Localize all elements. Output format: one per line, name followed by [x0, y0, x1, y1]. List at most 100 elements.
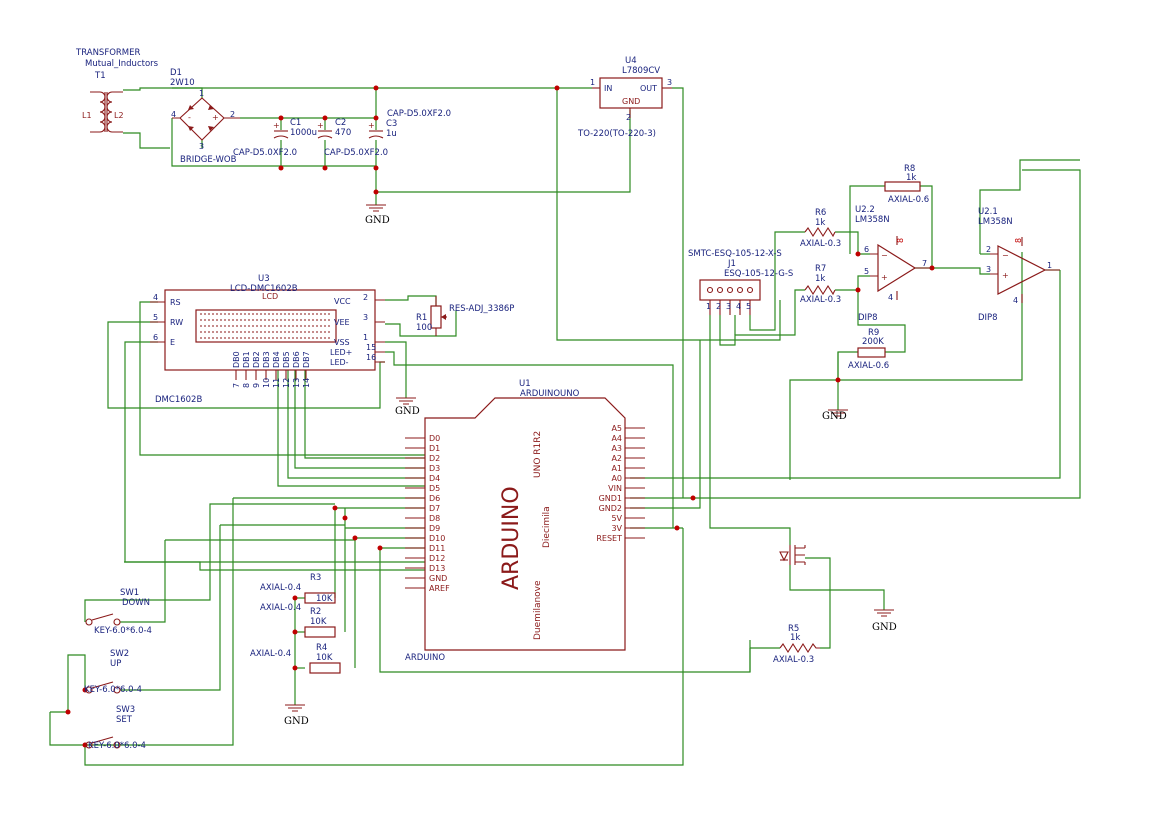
r4-value: 10K: [316, 653, 333, 663]
c1-value: 1000u: [290, 128, 317, 138]
u1-footprint: ARDUINO: [405, 653, 445, 663]
arduino-pin-label: D7: [429, 504, 440, 513]
sw2-footprint: KEY-6.0*6.0-4: [84, 685, 142, 695]
arduino-pin-label: D9: [429, 524, 440, 533]
lcd-db-num: 8: [242, 383, 251, 388]
lcd-pin-vee: VEE: [334, 318, 350, 327]
arduino-pin-label: GND: [429, 574, 447, 583]
r8-ref: R8: [904, 164, 915, 174]
arduino-pin-label: D13: [429, 564, 445, 573]
transformer-value: Mutual_Inductors: [85, 59, 159, 69]
u2-1-pin-8: 8: [1014, 238, 1023, 243]
resistor-r9: R9 200K AXIAL-0.6: [848, 328, 889, 371]
lcd-db-name: DB1: [242, 351, 251, 368]
bridge-pin-3: 3: [199, 142, 204, 151]
arduino-pin-label: RESET: [596, 534, 622, 543]
sw2-value: UP: [110, 659, 121, 669]
j1-pin-2: 2: [716, 302, 721, 311]
lcd-pin-5: 5: [153, 313, 158, 322]
resistor-r8: R8 1k AXIAL-0.6: [884, 164, 929, 205]
lcd-db-name: DB6: [292, 351, 301, 368]
arduino-pin-label: A0: [611, 474, 622, 483]
lcd-db-name: DB0: [232, 351, 241, 368]
regulator-u4: IN OUT GND U4 L7809CV TO-220(TO-220-3) 1…: [577, 56, 672, 139]
transformer-t1: TRANSFORMER Mutual_Inductors T1 L1 L2: [75, 48, 159, 133]
r6-footprint: AXIAL-0.3: [800, 239, 841, 249]
bridge-footprint: BRIDGE-WOB: [180, 155, 237, 165]
r5-ref: R5: [788, 624, 799, 634]
u4-pin-3: 3: [667, 78, 672, 87]
lcd-ref: U3: [258, 274, 270, 284]
arduino-pin-label: A4: [611, 434, 622, 443]
sw1-footprint: KEY-6.0*6.0-4: [94, 626, 152, 636]
bridge-rectifier-d1: + - D1 2W10 BRIDGE-WOB 1 2 3 4: [170, 68, 240, 165]
arduino-pin-label: D8: [429, 514, 440, 523]
arduino-pin-label: D3: [429, 464, 440, 473]
ground-symbol-1: GND: [365, 204, 390, 226]
ground-symbol-4: GND: [822, 409, 848, 422]
lcd-pin-15: 15: [366, 343, 376, 352]
lcd-pin-ledm: LED-: [330, 358, 349, 367]
u2-2-ref: U2.2: [855, 205, 875, 215]
sw1-ref: SW1: [120, 588, 139, 598]
transformer-l2: L2: [114, 111, 124, 120]
r1-ref: R1: [416, 313, 427, 323]
r7-footprint: AXIAL-0.3: [800, 295, 841, 305]
svg-text:+: +: [317, 121, 324, 130]
lcd-screen-label: LCD: [262, 292, 278, 301]
r3-value: 10K: [316, 594, 333, 604]
bridge-pin-1: 1: [199, 89, 204, 98]
c1-footprint: CAP-D5.0XF2.0: [233, 148, 297, 158]
arduino-pin-label: D12: [429, 554, 445, 563]
arduino-pin-label: A5: [611, 424, 622, 433]
arduino-pin-label: A2: [611, 454, 622, 463]
capacitor-c3: + C3 1u CAP-D5.0XF2.0: [368, 109, 451, 139]
bridge-pin-4: 4: [171, 110, 176, 119]
lcd-db-name: DB4: [272, 351, 281, 368]
lcd-pin-3: 3: [363, 313, 368, 322]
r3-footprint: AXIAL-0.4: [260, 583, 301, 593]
pot-r1: R1 100 RES-ADJ_3386P: [416, 296, 514, 336]
lcd-db-num: 9: [252, 383, 261, 388]
lcd-pin-4: 4: [153, 293, 158, 302]
r7-ref: R7: [815, 264, 826, 274]
switch-sw2: SW2 UP KEY-6.0*6.0-4: [84, 649, 142, 695]
junction-dots: [65, 85, 935, 748]
svg-text:+: +: [273, 121, 280, 130]
u2-1-pin-2: 2: [986, 245, 991, 254]
u2-1-value: LM358N: [978, 217, 1013, 227]
u2-1-pin-4: 4: [1013, 296, 1018, 305]
svg-text:+: +: [212, 113, 219, 122]
svg-text:−: −: [1002, 251, 1009, 260]
c2-value: 470: [335, 128, 351, 138]
switch-sw3: SW3 SET KEY-6.0*6.0-4: [85, 705, 146, 751]
arduino-text-diecimila: Diecimila: [542, 506, 552, 548]
resistor-r7: R7 1k AXIAL-0.3: [800, 264, 841, 305]
lcd-pin-1: 1: [363, 333, 368, 342]
r4-ref: R4: [316, 643, 327, 653]
r6-ref: R6: [815, 208, 826, 218]
transformer-name: TRANSFORMER: [75, 48, 141, 58]
r4-footprint: AXIAL-0.4: [250, 649, 291, 659]
svg-text:+: +: [1002, 271, 1009, 280]
ground-symbol-5: GND: [872, 609, 897, 633]
lcd-pin-vcc: VCC: [334, 297, 351, 306]
bridge-value: 2W10: [170, 78, 195, 88]
u4-value: L7809CV: [622, 66, 660, 76]
arduino-pin-label: AREF: [429, 584, 450, 593]
svg-text:GND: GND: [365, 215, 390, 226]
c2-footprint: CAP-D5.0XF2.0: [324, 148, 388, 158]
svg-text:GND: GND: [872, 622, 897, 633]
j1-ref: J1: [727, 259, 736, 269]
mosfet: [779, 545, 806, 565]
lcd-db-num: 12: [282, 378, 291, 388]
r9-ref: R9: [868, 328, 879, 338]
j1-pin-3: 3: [726, 302, 731, 311]
lcd-db-num: 11: [272, 378, 281, 388]
u2-2-pin-7: 7: [922, 259, 927, 268]
arduino-pin-label: VIN: [608, 484, 622, 493]
u4-out: OUT: [640, 84, 657, 93]
r1-footprint: RES-ADJ_3386P: [449, 304, 514, 314]
